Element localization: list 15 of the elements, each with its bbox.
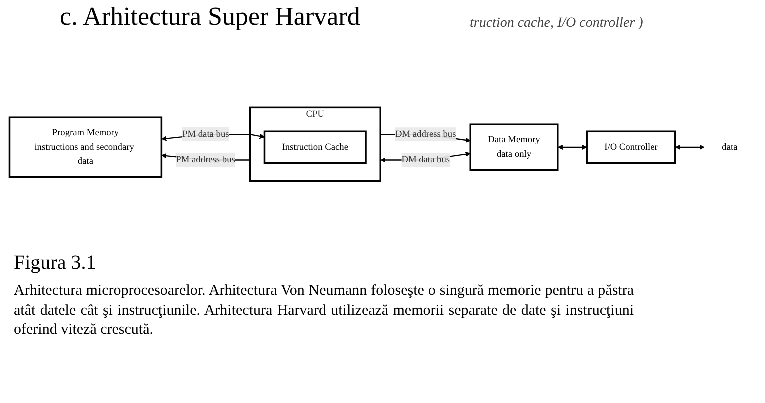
figure-number: Figura 3.1	[14, 252, 96, 275]
node-box: Instruction Cache	[264, 130, 367, 164]
caption-paragraph: Arhitectura microprocesoarelor. Arhitectura Von Neumann foloseşte o singură memorie pentru a păstra atât datele cât şi instrucţiunile. Arhitectura Harvard utilizează memorii separate de date şi instrucţiuni oferind viteză crescută.	[14, 282, 634, 340]
arrow	[675, 144, 705, 150]
edge-label: PM address bus	[176, 154, 236, 164]
edge-label: PM data bus	[182, 128, 230, 139]
node-text: data	[722, 142, 738, 152]
node-box: I/O Controller	[586, 130, 676, 164]
node-box: Data Memory data only	[470, 123, 559, 171]
edge-label: DM data bus	[402, 154, 450, 164]
arrow	[558, 144, 588, 150]
node-box: Program Memory instructions and secondary data	[8, 116, 163, 178]
note: truction cache, I/O controller )	[470, 16, 644, 32]
edge-label: DM address bus	[395, 128, 456, 139]
title: c. Arhitectura Super Harvard	[60, 2, 360, 32]
